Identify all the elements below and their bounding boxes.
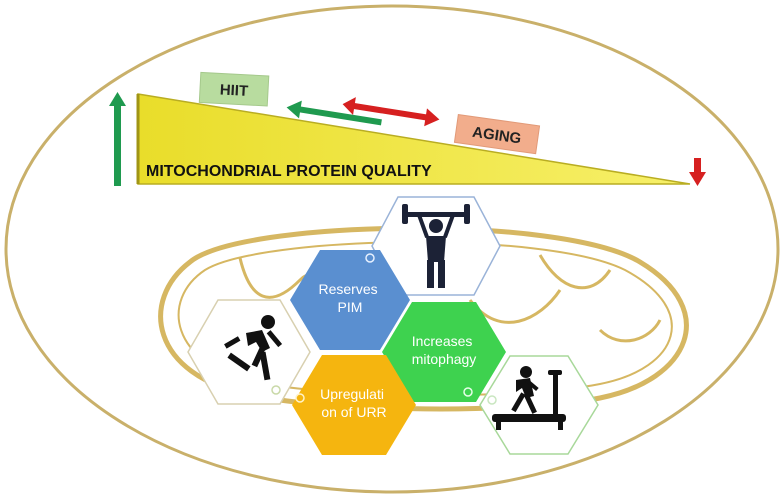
down-arrow-icon [689, 158, 706, 186]
weightlifter-icon [402, 204, 470, 288]
increases-mitophagy-hexagon: Increases mitophagy [382, 302, 506, 402]
increases-mitophagy-label: Increases mitophagy [412, 333, 477, 367]
red-double-arrow-icon [342, 97, 440, 127]
reserves-pim-line-1: Reserves [318, 281, 377, 297]
upregulation-urr-line-1: Upregulati [320, 386, 384, 402]
increases-mitophagy-line-1: Increases [412, 333, 473, 349]
weightlifter-hexagon [371, 196, 501, 296]
increases-mitophagy-line-2: mitophagy [412, 351, 477, 367]
hiit-box: HIIT [198, 71, 270, 107]
aging-box: AGING [453, 114, 541, 155]
green-left-arrow-icon [286, 100, 382, 126]
upregulation-urr-label: Upregulati on of URR [320, 386, 388, 420]
up-arrow-icon [109, 92, 126, 186]
runner-icon [224, 315, 283, 381]
small-hexagon-dot [271, 385, 281, 395]
treadmill-icon [492, 366, 566, 430]
small-hexagon-dot [295, 393, 305, 403]
small-hexagon-dot [365, 253, 375, 263]
reserves-pim-label: Reserves PIM [318, 281, 381, 315]
reserves-pim-line-2: PIM [338, 299, 363, 315]
reserves-pim-hexagon: Reserves PIM [290, 250, 410, 350]
small-hexagon-dot [487, 395, 497, 405]
hiit-label: HIIT [219, 81, 248, 99]
runner-hexagon [187, 299, 311, 405]
treadmill-hexagon [479, 355, 599, 455]
aging-label: AGING [471, 124, 522, 148]
upregulation-urr-hexagon: Upregulati on of URR [292, 355, 416, 455]
small-hexagon-dot [463, 387, 473, 397]
quality-label: MITOCHONDRIAL PROTEIN QUALITY [146, 163, 432, 180]
upregulation-urr-line-2: on of URR [321, 404, 386, 420]
